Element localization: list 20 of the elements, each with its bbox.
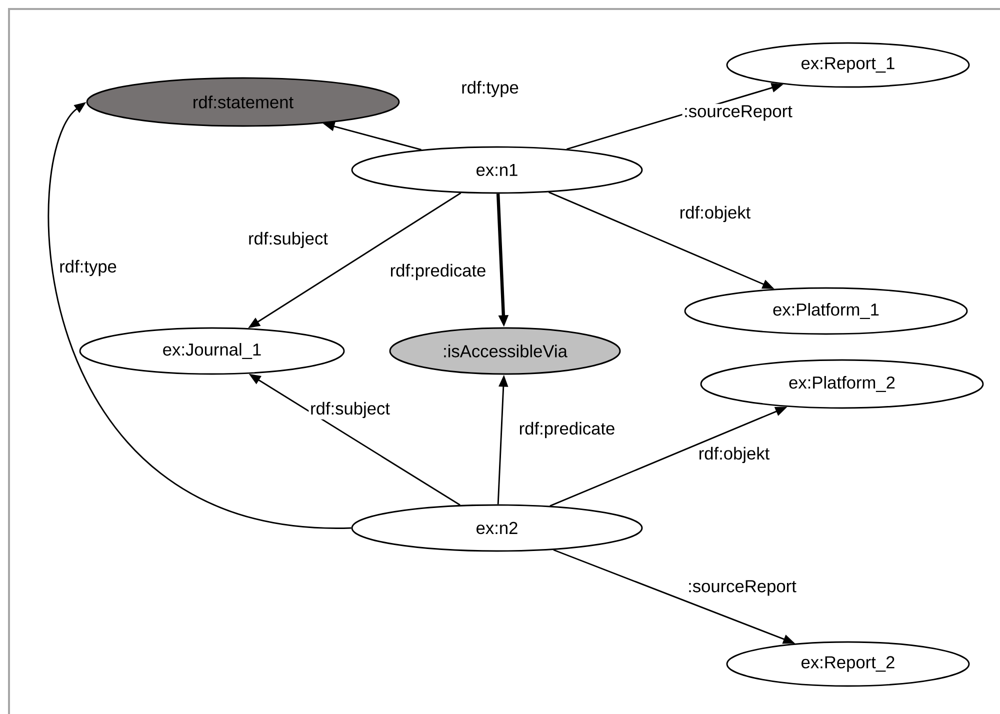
ellipse-node: ex:Platform_1 — [684, 287, 968, 335]
arrow — [48, 102, 352, 529]
edge-label: rdf:predicate — [518, 420, 617, 440]
edge-label: :sourceReport — [682, 104, 794, 122]
ellipse-node: ex:Report_1 — [726, 42, 970, 88]
ellipse-node: ex:Platform_2 — [700, 359, 984, 409]
ellipse-node: ex:n1 — [351, 146, 643, 194]
edge-label: rdf:type — [58, 258, 118, 278]
edge-label: :sourceReport — [686, 578, 798, 598]
ellipse-node: ex:n2 — [351, 504, 643, 552]
ellipse-node: ex:Journal_1 — [79, 327, 345, 375]
edge-label: rdf:subject — [308, 400, 392, 420]
edge-label: rdf:type — [460, 80, 520, 98]
edge-label: rdf:subject — [246, 230, 330, 250]
edge-label: rdf:predicate — [388, 262, 488, 282]
edge-label: rdf:objekt — [697, 446, 771, 464]
edge-label: rdf:objekt — [678, 204, 752, 224]
ellipse-node: ex:Report_2 — [726, 641, 970, 687]
ellipse-node: rdf:statement — [86, 77, 400, 127]
ellipse-node: :isAccessibleVia — [389, 327, 621, 375]
